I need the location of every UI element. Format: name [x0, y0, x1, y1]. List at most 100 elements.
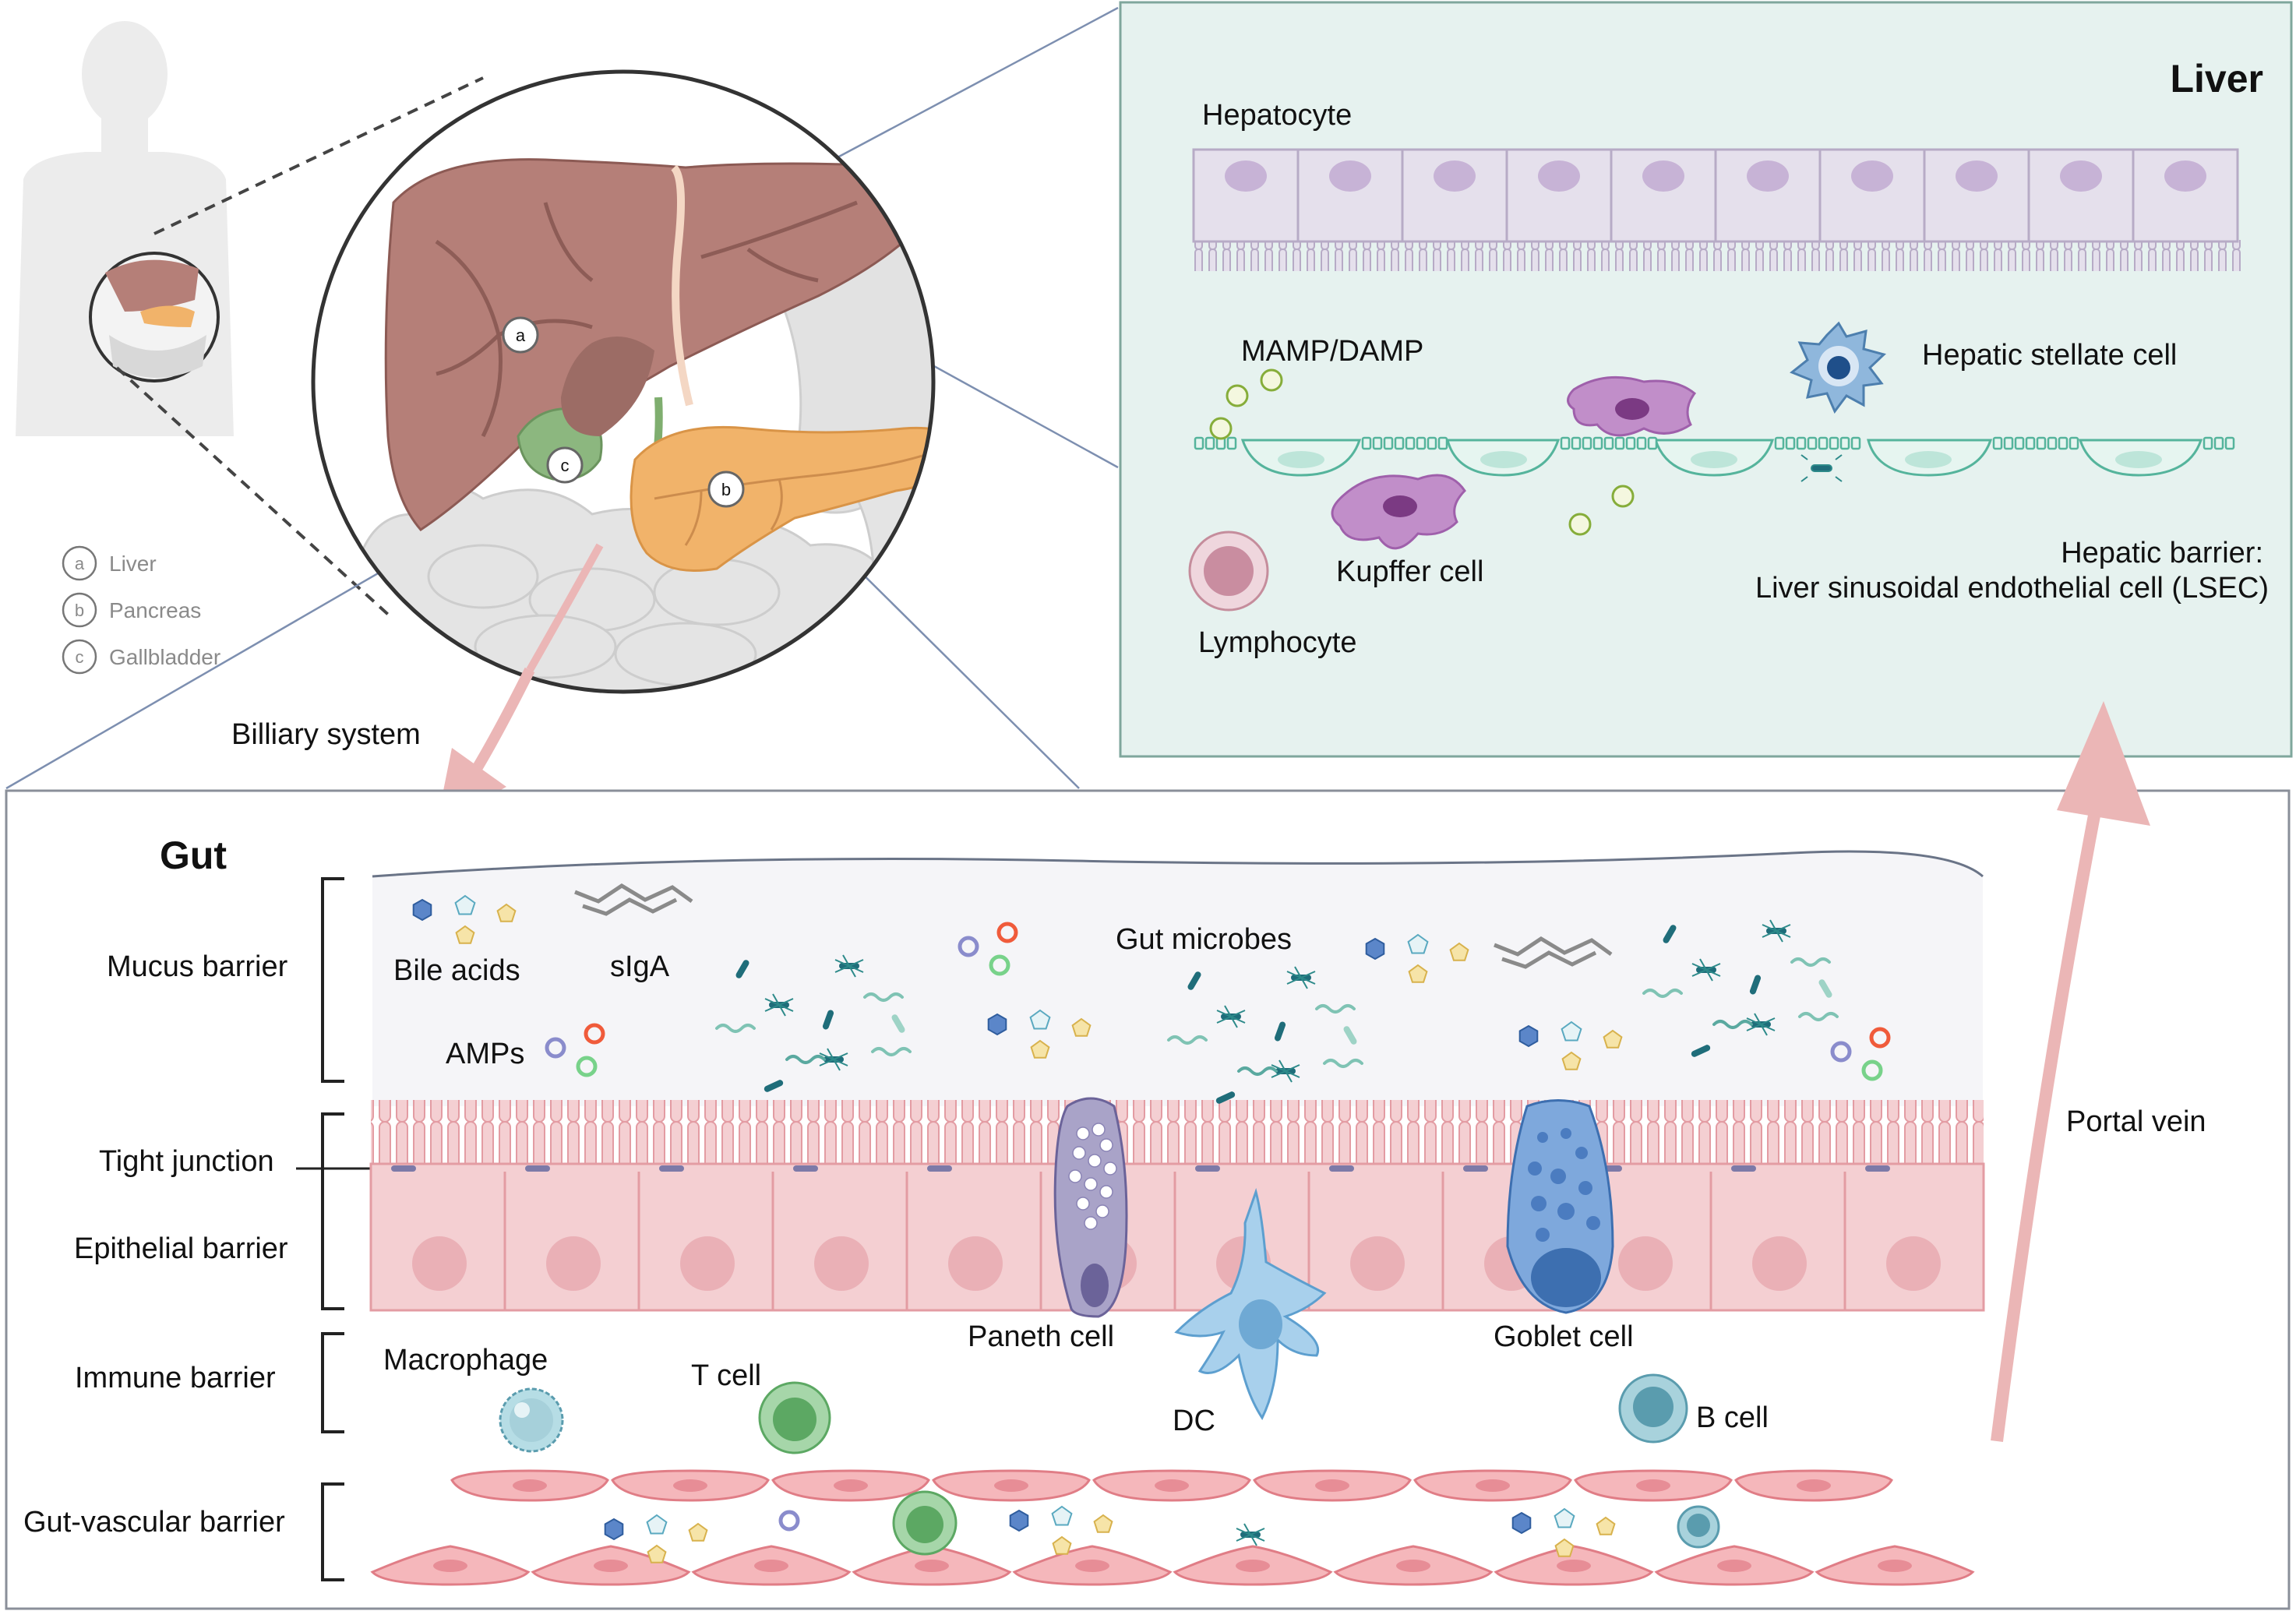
epithelial-nucleus: [1618, 1236, 1673, 1291]
legend-key-a: a: [75, 554, 85, 573]
gut-vascular-layer: [370, 1469, 1975, 1586]
immune-barrier-label: Immune barrier: [75, 1362, 276, 1394]
lsec-fenestra: [1625, 436, 1636, 450]
lsec-fenestra: [1560, 436, 1571, 450]
lsec-fenestra: [1571, 436, 1582, 450]
microbe-spiral: [1712, 1020, 1753, 1029]
bile-acid-pentagon: [1071, 1017, 1092, 1037]
microbe-rod: [1187, 971, 1201, 990]
microbe-flagellated: [1691, 958, 1721, 982]
microbe-rod: [822, 1010, 834, 1030]
lsec-fenestra: [1796, 436, 1807, 450]
microbe-rod: [1215, 1091, 1236, 1104]
gut-microbes-label: Gut microbes: [1116, 923, 1292, 956]
amp-ring: [778, 1510, 800, 1532]
endothelial-nucleus: [834, 1479, 868, 1492]
body-mini-organs: [89, 252, 220, 382]
tight-junction: [1463, 1165, 1488, 1172]
dendritic-cell: [1174, 1187, 1327, 1420]
bile-acid-pentagon: [496, 903, 517, 922]
bile-acid-hexagon: [1511, 1511, 1532, 1535]
tight-junction: [659, 1165, 684, 1172]
lsec-fenestra: [1850, 436, 1861, 450]
microbe-rod: [1274, 1021, 1286, 1042]
connector-liver-1: [825, 6, 1119, 165]
microbe-flagellated: [1286, 966, 1316, 989]
hepatic-barrier-label-2: Liver sinusoidal endothelial cell (LSEC): [1755, 572, 2269, 605]
epithelial-nucleus: [1350, 1236, 1405, 1291]
t-cell-label: T cell: [691, 1359, 761, 1392]
zoom-line-top: [153, 76, 484, 235]
biliary-label: Billiary system: [231, 718, 421, 751]
lsec-fenestra: [2213, 436, 2224, 450]
bile-acid-pentagon: [1051, 1505, 1073, 1526]
connector-gut-2: [833, 545, 1080, 789]
dc-label: DC: [1173, 1405, 1215, 1437]
microbe-spiral: [785, 1055, 826, 1064]
hepatocyte-nucleus: [1434, 160, 1476, 192]
lsec-fenestra: [2003, 436, 2014, 450]
microbe-spiral: [715, 1024, 756, 1033]
legend-key-b: b: [75, 601, 84, 620]
lsec-fenestra: [1839, 436, 1850, 450]
lsec-fenestra: [1603, 436, 1614, 450]
lsec-fenestra: [1829, 436, 1839, 450]
amp-ring: [958, 936, 979, 957]
bile-acid-pentagon: [1052, 1535, 1072, 1555]
microbe-flagellated: [1762, 919, 1791, 943]
endothelial-nucleus: [754, 1560, 788, 1572]
bile-acid-pentagon: [1561, 1051, 1582, 1070]
bile-acid-hexagon: [1518, 1024, 1539, 1048]
tight-junction: [793, 1165, 818, 1172]
mamp-label: MAMP/DAMP: [1241, 335, 1423, 368]
epithelial-nucleus: [1752, 1236, 1807, 1291]
mucus-barrier-label: Mucus barrier: [107, 950, 288, 983]
connector-gut-1: [5, 552, 414, 790]
portal-vein-arrow: [1991, 701, 2150, 1443]
bile-acid-pentagon: [1603, 1029, 1623, 1049]
amps-label: AMPs: [446, 1038, 524, 1070]
hepatocyte-layer: [1192, 148, 2244, 271]
bile-acid-pentagon: [688, 1522, 708, 1542]
vessel-b-cell: [1677, 1505, 1720, 1549]
microbe-spiral: [1237, 1066, 1278, 1076]
legend-label-pancreas: Pancreas: [109, 598, 201, 622]
bile-acid-pentagon: [1554, 1507, 1575, 1528]
microbe-rod: [1663, 925, 1677, 943]
microbe-rod: [891, 1014, 905, 1033]
bile-acid-pentagon: [1093, 1514, 1113, 1533]
siga-label: sIgA: [610, 950, 670, 983]
lsec-fenestra: [1647, 436, 1658, 450]
lsec-fenestra: [1992, 436, 2003, 450]
microbe-spiral: [1790, 957, 1831, 967]
siga-antibody: [1494, 936, 1613, 969]
lsec-fenestra: [1427, 436, 1437, 450]
lsec-fenestra: [1361, 436, 1372, 450]
lsec-fenestra: [2014, 436, 2025, 450]
goblet-label: Goblet cell: [1494, 1320, 1634, 1353]
lsec-fenestra: [1416, 436, 1427, 450]
microbe-spiral: [1167, 1035, 1208, 1045]
hepatocyte-nucleus: [1225, 160, 1267, 192]
pancreas-organ: [630, 425, 933, 572]
tight-junction: [1195, 1165, 1220, 1172]
endothelial-nucleus: [673, 1479, 707, 1492]
mamp-damp-particles: [1209, 368, 1635, 536]
lsec-fenestra: [1394, 436, 1405, 450]
microbe-spiral: [1315, 1004, 1356, 1013]
gut-panel: Gut Mucus barrier Tight junction Epithel…: [5, 789, 2291, 1610]
microbe-flagellated: [764, 993, 794, 1017]
tight-junction: [1865, 1165, 1890, 1172]
marker-a: a: [516, 326, 526, 345]
bile-acid-pentagon: [455, 925, 475, 944]
zoom-line-bottom: [115, 366, 395, 621]
portal-vein-label: Portal vein: [2066, 1105, 2206, 1138]
microbe-spiral: [863, 992, 904, 1002]
endothelial-nucleus: [1476, 1479, 1510, 1492]
legend-label-gallbladder: Gallbladder: [109, 645, 220, 669]
microbe-spiral: [1323, 1059, 1363, 1068]
epithelial-nucleus: [680, 1236, 735, 1291]
macrophage-label: Macrophage: [383, 1344, 548, 1377]
microbe-rod: [1691, 1045, 1711, 1057]
lsec-fenestra: [1614, 436, 1625, 450]
